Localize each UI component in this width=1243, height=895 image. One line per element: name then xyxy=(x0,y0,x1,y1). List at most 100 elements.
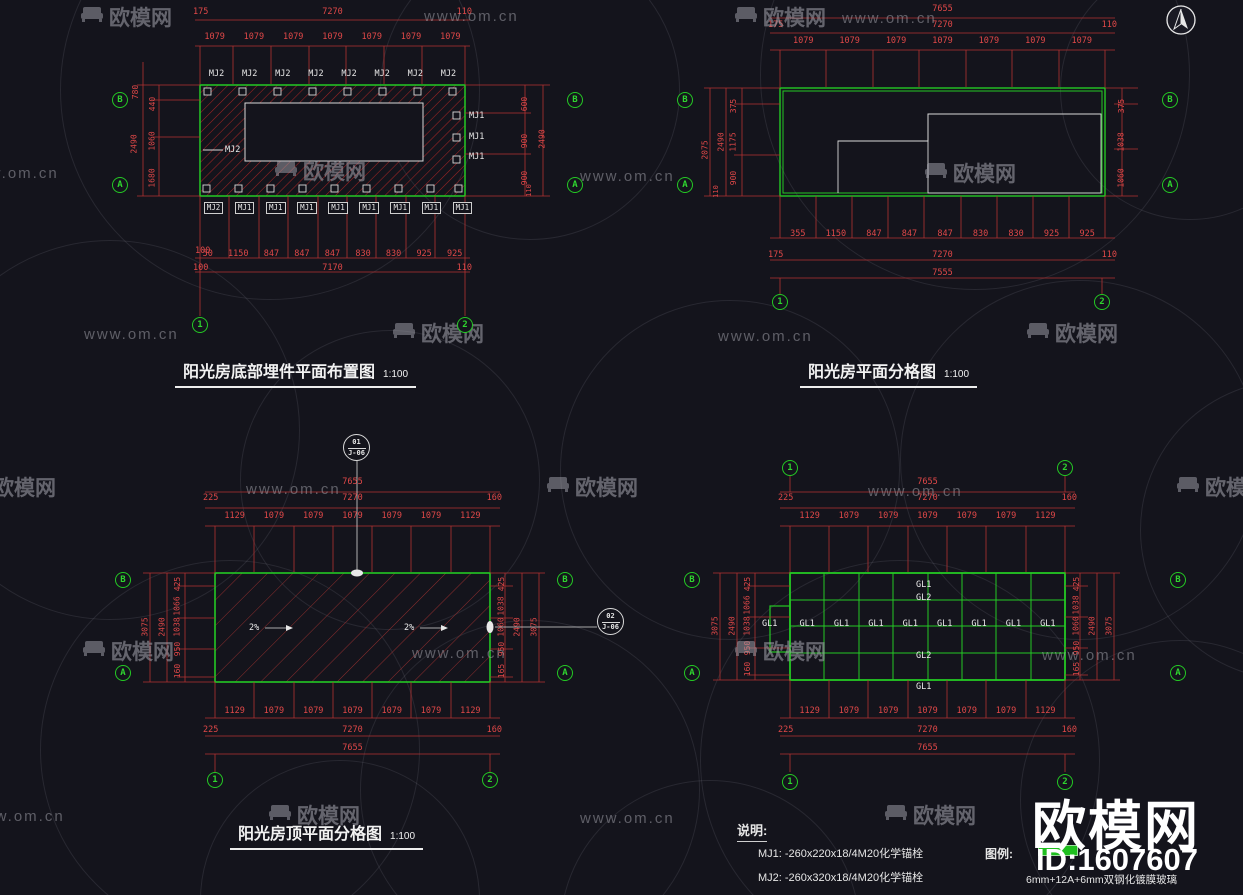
dim-label: 1079 xyxy=(361,32,382,42)
dim-label: 1079 xyxy=(342,706,363,716)
dim-label: 355 xyxy=(790,229,806,239)
watermark-circle xyxy=(900,280,1243,640)
axis-bubble-A: A xyxy=(1170,665,1186,681)
dim-label: 1129 xyxy=(224,706,245,716)
watermark-brand: 欧模网 xyxy=(1176,472,1243,502)
dim-label: 425 xyxy=(1072,576,1082,591)
axis-bubble-B: B xyxy=(677,92,693,108)
dim-label: MJ2 xyxy=(208,69,225,79)
slope-label: 2% xyxy=(249,623,260,633)
note-line-mj1: MJ1: -260x220x18/4M20化学锚栓 xyxy=(758,848,924,860)
dim-label: 950 xyxy=(173,642,183,657)
dim-label: MJ2 xyxy=(440,69,457,79)
axis-label: B xyxy=(562,574,568,585)
dim-label: GL1 xyxy=(868,619,884,629)
axis-label: B xyxy=(689,574,695,585)
watermark-url: www.om.cn xyxy=(84,326,179,343)
watermark-url: www.om.cn xyxy=(246,481,341,498)
dim-label: 160 xyxy=(1061,725,1077,735)
dim-label: 2490 xyxy=(157,617,167,637)
dim-label: 1079 xyxy=(877,511,899,521)
axis-bubble-A: A xyxy=(112,177,128,193)
legend-description: 6mm+12A+6mm双钢化镀膜玻璃 xyxy=(1026,874,1178,886)
dim-label: MJ2 xyxy=(341,69,357,79)
dim-label: 7655 xyxy=(342,743,363,753)
north-arrow-icon xyxy=(1166,5,1196,35)
dim-label: 110 xyxy=(524,184,533,197)
drawing-scale: 1:100 xyxy=(383,369,409,380)
watermark-url: www.om.cn xyxy=(580,168,675,185)
dim-label: 1079 xyxy=(420,706,442,716)
watermark-url: www.om.cn xyxy=(842,10,937,27)
dim-label: 1079 xyxy=(263,511,285,521)
anchor-leader-label: MJ2 xyxy=(225,145,241,155)
dim-label: 160 xyxy=(486,493,502,503)
dim-label: 847 xyxy=(294,249,310,259)
dim-label: MJ2 xyxy=(374,69,390,79)
watermark-brand-text: 欧模网 xyxy=(1205,477,1243,500)
axis-label: A xyxy=(120,667,126,678)
dim-label: MJ1 xyxy=(469,152,485,163)
sofa-icon xyxy=(1176,475,1200,499)
dim-label: 1150 xyxy=(825,229,847,239)
watermark-brand: 欧模网 xyxy=(80,2,172,32)
dim-label: 1060 xyxy=(497,617,507,638)
dim-label: 830 xyxy=(355,249,371,259)
dim-label: 1060 xyxy=(1072,616,1082,637)
axis-bubble-B: B xyxy=(1170,572,1186,588)
dim-label: 225 xyxy=(203,493,219,503)
note-line-mj2: MJ2: -260x320x18/4M20化学锚栓 xyxy=(758,872,924,884)
dim-label: 7655 xyxy=(917,743,938,753)
sofa-icon xyxy=(546,475,570,499)
dim-label: 1079 xyxy=(1071,36,1092,46)
dim-label: 160 xyxy=(1061,493,1077,503)
axis-bubble-B: B xyxy=(112,92,128,108)
watermark-url: www.om.cn xyxy=(718,328,813,345)
axis-bubble-1: 1 xyxy=(192,317,208,333)
sofa-icon xyxy=(884,803,908,827)
dim-label: 110 xyxy=(456,263,472,273)
dim-label: 2490 xyxy=(716,132,726,152)
dim-label: 830 xyxy=(972,229,989,239)
dim-label: 1175 xyxy=(729,132,739,152)
dim-label: 1129 xyxy=(224,511,245,521)
dim-total-top: 7655 xyxy=(770,5,1115,14)
dim-label: 1038 xyxy=(1117,132,1127,152)
dim-label: 7270 xyxy=(932,20,953,30)
axis-label: A xyxy=(682,179,688,190)
sofa-icon xyxy=(82,639,106,663)
legend-label: 图例: xyxy=(985,847,1013,861)
dim-label: GL1 xyxy=(833,619,850,629)
dim-label: 2490 xyxy=(727,616,737,636)
dim-label: 110 xyxy=(1101,20,1117,30)
dim-label: MJ1 xyxy=(266,202,286,214)
dim-label: 7270 xyxy=(342,725,363,735)
dim-total-bottom: 7655 xyxy=(780,744,1075,753)
dim-label: 1060 xyxy=(148,130,158,151)
dim-label: 7655 xyxy=(917,477,938,487)
detail-sheet: J-06 xyxy=(348,448,365,457)
beam-label: GL2 xyxy=(916,651,932,661)
watermark-brand: 欧模网 xyxy=(734,636,826,666)
dim-label: 1079 xyxy=(932,36,953,46)
dim-label: 110 xyxy=(1101,250,1117,260)
watermark-url: www.om.cn xyxy=(0,808,65,825)
dim-label: 425 xyxy=(743,576,753,591)
dim-label: 1079 xyxy=(839,36,860,46)
dim-label: 165 xyxy=(497,663,507,679)
dim-label: GL1 xyxy=(1005,619,1022,629)
dim-total-top: 7655 xyxy=(205,478,500,487)
watermark-brand-text: 欧模网 xyxy=(575,477,638,500)
watermark-brand: 欧模网 xyxy=(274,156,366,186)
